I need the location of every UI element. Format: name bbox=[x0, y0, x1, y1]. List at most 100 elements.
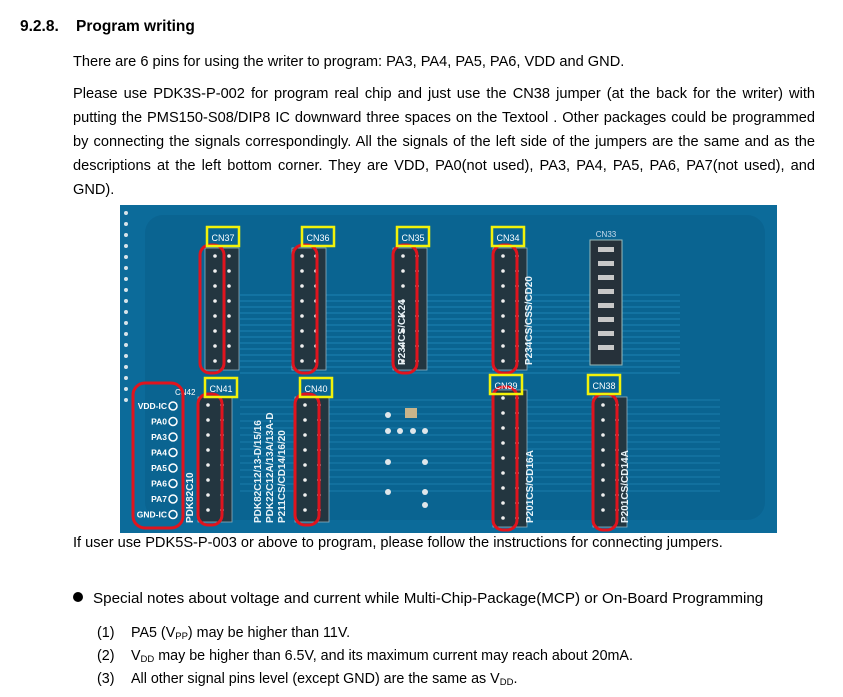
note-text: . bbox=[513, 671, 518, 687]
header-pin bbox=[303, 403, 307, 407]
pin-hole bbox=[168, 416, 178, 427]
note-item: (1)PA5 (VPP) may be higher than 11V. bbox=[97, 625, 350, 642]
header-pin bbox=[227, 314, 231, 318]
header-pin bbox=[501, 411, 505, 415]
header-pin bbox=[213, 284, 217, 288]
pad bbox=[385, 489, 391, 495]
header-pin bbox=[501, 329, 505, 333]
pad bbox=[422, 489, 428, 495]
header-pin bbox=[300, 344, 304, 348]
silkscreen-text: P201CS/CD14A bbox=[620, 450, 631, 523]
note-text: V bbox=[131, 648, 141, 664]
pin-label: PA4 bbox=[151, 448, 167, 458]
pin-header bbox=[492, 389, 528, 528]
header-pin bbox=[601, 493, 605, 497]
pin-header-cn33 bbox=[589, 239, 623, 366]
note-item: (2)VDD may be higher than 6.5V, and its … bbox=[97, 648, 633, 665]
header-pin bbox=[601, 448, 605, 452]
header-pin bbox=[300, 269, 304, 273]
pin-hole bbox=[168, 432, 178, 442]
header-pin bbox=[213, 314, 217, 318]
connector-label: CN37 bbox=[211, 233, 234, 243]
header-pin bbox=[303, 418, 307, 422]
note-subscript: DD bbox=[140, 654, 155, 665]
edge-hole bbox=[124, 310, 128, 314]
edge-hole bbox=[124, 233, 128, 237]
header-pin bbox=[206, 493, 210, 497]
edge-hole bbox=[124, 365, 128, 369]
pad bbox=[385, 459, 391, 465]
header-pin bbox=[501, 269, 505, 273]
section-title: Program writing bbox=[76, 18, 195, 35]
header-pin bbox=[598, 317, 614, 322]
header-pin bbox=[401, 359, 405, 363]
silkscreen-text: P201CS/CD16A bbox=[525, 450, 536, 523]
header-pin bbox=[501, 516, 505, 520]
header-pin bbox=[227, 269, 231, 273]
note-text: may be higher than 6.5V, and its maximum… bbox=[154, 648, 633, 664]
header-pin bbox=[501, 359, 505, 363]
header-pin bbox=[501, 396, 505, 400]
connector-label: CN40 bbox=[304, 384, 327, 394]
pin-header bbox=[592, 396, 628, 528]
pin-hole bbox=[168, 463, 178, 473]
header-pin bbox=[206, 463, 210, 467]
header-pin bbox=[227, 359, 231, 363]
header-pin bbox=[300, 284, 304, 288]
pin-header bbox=[294, 396, 330, 523]
note-number: (1) bbox=[97, 625, 115, 641]
header-pin bbox=[501, 441, 505, 445]
header-pin bbox=[501, 426, 505, 430]
connector-label: CN35 bbox=[401, 233, 424, 243]
edge-hole bbox=[124, 222, 128, 226]
edge-hole bbox=[124, 376, 128, 380]
header-pin bbox=[598, 331, 614, 336]
header-pin bbox=[206, 433, 210, 437]
header-pin bbox=[501, 314, 505, 318]
header-pin bbox=[401, 284, 405, 288]
pin-label: PA3 bbox=[151, 432, 167, 442]
header-pin bbox=[501, 344, 505, 348]
pin-header bbox=[392, 247, 428, 371]
edge-hole bbox=[124, 398, 128, 402]
header-pin bbox=[601, 403, 605, 407]
pin-label: VDD-IC bbox=[138, 401, 167, 411]
header-pin bbox=[213, 299, 217, 303]
pad bbox=[397, 428, 403, 434]
yellow-label-box bbox=[490, 225, 526, 248]
silkscreen-text: PDK22C12A/13A/13A-D bbox=[265, 412, 276, 523]
red-highlight bbox=[196, 392, 224, 527]
pad bbox=[385, 412, 391, 418]
header-pin bbox=[401, 269, 405, 273]
paragraph-pins: There are 6 pins for using the writer to… bbox=[73, 54, 625, 70]
header-pin bbox=[227, 299, 231, 303]
pin-header bbox=[291, 247, 327, 371]
header-pin bbox=[598, 261, 614, 266]
pin-label: PA0 bbox=[151, 417, 167, 427]
pin-hole bbox=[168, 478, 178, 489]
edge-hole bbox=[124, 354, 128, 358]
note-text: PA5 (V bbox=[131, 625, 176, 641]
header-pin bbox=[206, 508, 210, 512]
header-pin bbox=[213, 344, 217, 348]
header-pin bbox=[501, 254, 505, 258]
pin-hole bbox=[168, 494, 178, 504]
edge-hole bbox=[124, 211, 128, 215]
pin-label: PA7 bbox=[151, 494, 167, 504]
pad bbox=[385, 428, 391, 434]
edge-hole bbox=[124, 299, 128, 303]
connector-label: CN41 bbox=[209, 384, 232, 394]
pad bbox=[410, 428, 416, 434]
header-pin bbox=[303, 448, 307, 452]
header-pin bbox=[227, 329, 231, 333]
edge-hole bbox=[124, 321, 128, 325]
header-pin bbox=[206, 403, 210, 407]
header-pin bbox=[501, 471, 505, 475]
header-pin bbox=[303, 433, 307, 437]
header-pin bbox=[601, 463, 605, 467]
yellow-label-box bbox=[298, 376, 334, 399]
header-pin bbox=[300, 254, 304, 258]
pin-header bbox=[492, 247, 528, 371]
pin-label: PA5 bbox=[151, 463, 167, 473]
